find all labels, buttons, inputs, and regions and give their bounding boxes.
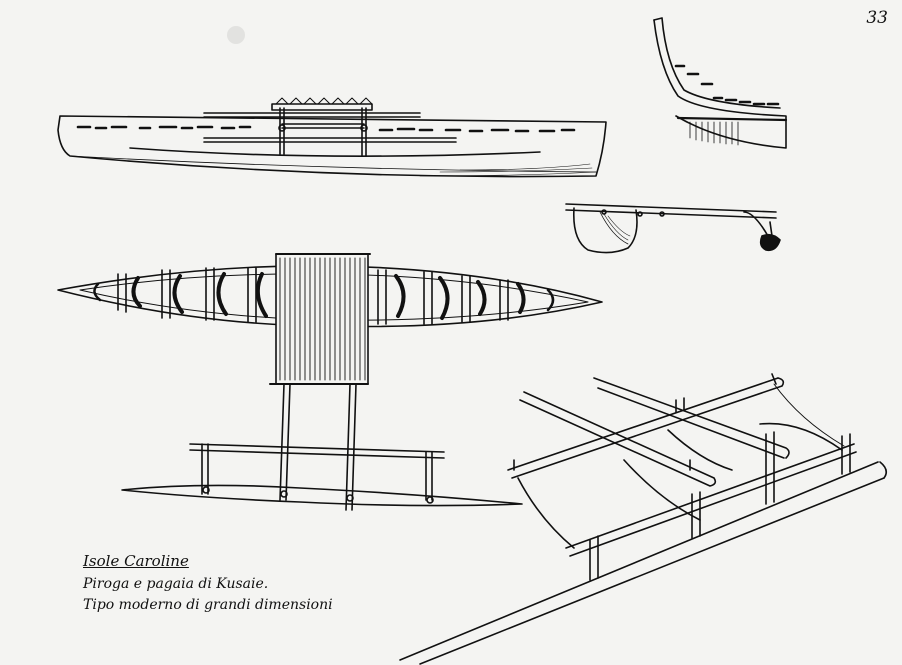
canoe-plan-view bbox=[57, 253, 603, 511]
boom-perspective-1 bbox=[593, 377, 790, 459]
hull-plan-outline bbox=[57, 265, 603, 328]
stanchions bbox=[589, 431, 851, 581]
hull-outline bbox=[57, 115, 607, 178]
float-perspective bbox=[399, 461, 885, 665]
outrigger-perspective bbox=[399, 373, 888, 665]
thwarts bbox=[117, 267, 509, 325]
canoe-side-view bbox=[57, 97, 607, 178]
boom-section bbox=[565, 203, 777, 219]
platform-top bbox=[271, 103, 373, 111]
boom-perspective-2 bbox=[519, 391, 717, 487]
outrigger-booms-plan bbox=[279, 383, 357, 511]
hull-section bbox=[572, 207, 638, 254]
platform-posts bbox=[279, 107, 367, 157]
bow-detail bbox=[653, 17, 788, 149]
page-number: 33 bbox=[866, 8, 888, 28]
hull-ribs bbox=[131, 272, 526, 320]
boom-lower bbox=[203, 137, 457, 143]
platform-plan bbox=[275, 253, 369, 385]
caption-title: Isole Caroline bbox=[83, 552, 189, 570]
boom-upper bbox=[203, 112, 421, 118]
caption-line-2: Tipo moderno di grandi dimensioni bbox=[83, 597, 333, 613]
canoe-cross-section bbox=[565, 203, 781, 254]
hull-inner-line bbox=[129, 147, 541, 157]
hull-decoration-band bbox=[76, 125, 576, 133]
caption-line-1: Piroga e pagaia di Kusaie. bbox=[83, 576, 269, 592]
float-strut bbox=[743, 211, 769, 237]
paper-smudge bbox=[227, 26, 245, 44]
boom-perspective-3 bbox=[507, 377, 785, 479]
outrigger-float-plan bbox=[121, 484, 523, 507]
boom-perspective-4 bbox=[565, 443, 857, 557]
float-section bbox=[759, 233, 781, 252]
bow-outline bbox=[653, 19, 787, 149]
